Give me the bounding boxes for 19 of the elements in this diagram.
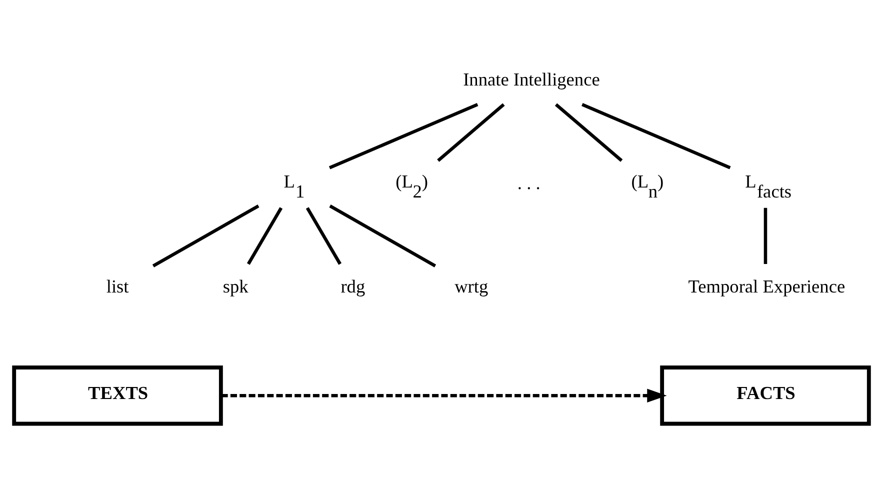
connector (246, 207, 283, 265)
node-box: TEXTS (12, 366, 223, 426)
node-text: rdg (340, 276, 366, 296)
connector (152, 204, 260, 268)
connector (764, 208, 768, 264)
connector (437, 103, 505, 162)
node-text: wrtg (454, 276, 488, 296)
label: . . . (517, 173, 540, 194)
connector (582, 102, 731, 170)
node-text: list (106, 276, 129, 296)
node-text: Innate Intelligence (463, 70, 600, 90)
node-text: Temporal Experience (688, 276, 846, 296)
connector (306, 207, 342, 265)
connector (329, 204, 436, 268)
node-text: spk (222, 276, 248, 296)
node-box: FACTS (660, 366, 871, 426)
arrow (221, 388, 667, 402)
connector (554, 103, 623, 162)
connector (328, 102, 478, 170)
